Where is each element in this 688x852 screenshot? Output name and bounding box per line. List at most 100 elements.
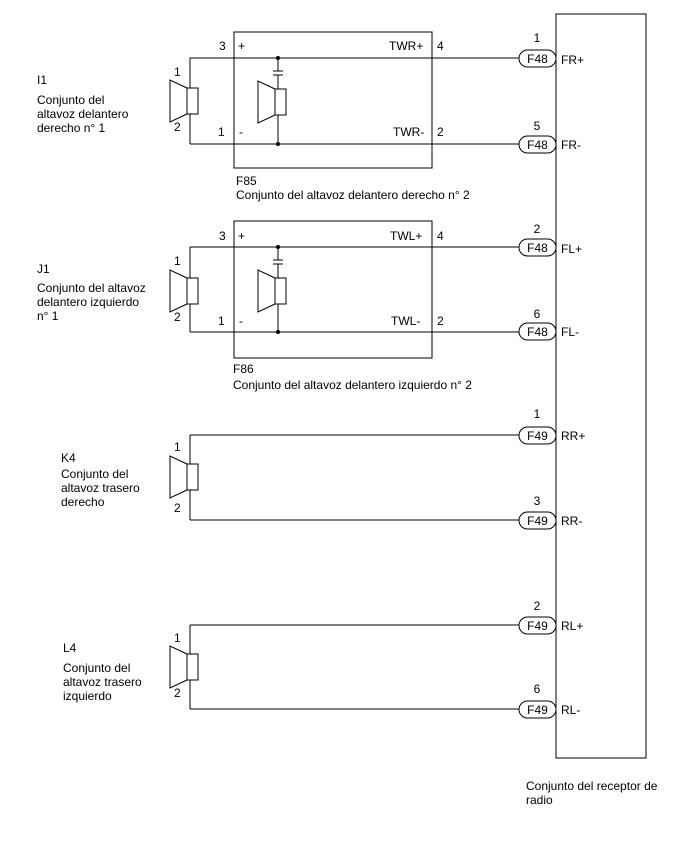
speaker-name-line2: altavoz trasero — [61, 481, 140, 495]
tweeter-code: F86 — [233, 362, 254, 376]
connector-pin-number: 2 — [534, 222, 541, 236]
radio-receiver-label-line2: radio — [526, 793, 553, 807]
speaker-pin-top: 1 — [174, 631, 181, 645]
tweeter-pin-in-pos: 3 — [219, 39, 226, 53]
connector-signal: RL+ — [561, 619, 583, 633]
speaker-name-line1: Conjunto del — [63, 661, 130, 675]
speaker-name-line3: n° 1 — [37, 309, 59, 323]
speaker-icon — [169, 269, 199, 313]
tweeter-icon — [257, 269, 287, 313]
speaker-name-line1: Conjunto del altavoz — [37, 281, 146, 295]
connector-code: F48 — [527, 52, 548, 66]
connector-pill — [518, 322, 557, 341]
tweeter-minus: - — [239, 314, 243, 328]
connector-pin: F48 5 FR- — [518, 119, 581, 154]
tweeter-minus: - — [239, 125, 243, 139]
speaker-icon — [169, 645, 199, 689]
connector-pin: F49 6 RL- — [518, 682, 580, 719]
tweeter-out-neg-label: TWL- — [391, 314, 420, 328]
speaker-name-line2: altavoz delantero — [37, 107, 129, 121]
tweeter-pin-out-neg: 2 — [437, 314, 444, 328]
tweeter-pin-out-pos: 4 — [437, 39, 444, 53]
connector-pill — [518, 616, 557, 635]
tweeter-out-pos-label: TWL+ — [390, 229, 422, 243]
tweeter-icon — [257, 80, 287, 124]
speaker-code: I1 — [37, 73, 47, 87]
speaker-code: L4 — [63, 641, 77, 655]
tweeter-name: Conjunto del altavoz delantero izquierdo… — [233, 378, 472, 392]
connector-pin-number: 1 — [534, 407, 541, 421]
connector-pin: F48 6 FL- — [518, 307, 579, 341]
connector-pill — [518, 511, 557, 530]
front-right-speaker-group: 1 2 I1 Conjunto del altavoz delantero de… — [37, 31, 519, 202]
tweeter-out-pos-label: TWR+ — [389, 39, 423, 53]
connector-pin: F49 2 RL+ — [518, 599, 583, 635]
connector-signal: RL- — [561, 703, 580, 717]
connector-pin: F49 1 RR+ — [518, 407, 585, 445]
tweeter-plus: + — [238, 229, 245, 243]
connector-pin: F49 3 RR- — [518, 494, 582, 530]
connector-pin-number: 5 — [534, 119, 541, 133]
speaker-icon — [169, 79, 199, 123]
front-left-speaker-group: 1 2 J1 Conjunto del altavoz delantero iz… — [37, 220, 519, 392]
speaker-name-line3: izquierdo — [63, 689, 112, 703]
connector-pill — [518, 238, 557, 257]
connector-code: F49 — [527, 514, 548, 528]
speaker-pin-bottom: 2 — [174, 120, 181, 134]
connector-signal: RR- — [561, 514, 582, 528]
speaker-name-line2: delantero izquierdo — [37, 295, 139, 309]
connector-pill — [518, 426, 557, 445]
connector-code: F49 — [527, 429, 548, 443]
rear-right-speaker-group: 1 2 K4 Conjunto del altavoz trasero dere… — [61, 434, 519, 521]
speaker-pin-bottom: 2 — [174, 310, 181, 324]
tweeter-box — [233, 220, 433, 359]
connector-signal: RR+ — [561, 429, 585, 443]
speaker-icon — [169, 455, 199, 499]
speaker-name-line3: derecho — [61, 495, 105, 509]
tweeter-pin-out-neg: 2 — [437, 125, 444, 139]
tweeter-pin-in-neg: 1 — [218, 314, 225, 328]
connector-code: F48 — [527, 138, 548, 152]
connector-signal: FR+ — [561, 53, 584, 67]
speaker-code: K4 — [61, 451, 76, 465]
connector-pill — [518, 700, 557, 719]
connector-pin: F48 1 FR+ — [518, 31, 584, 68]
speaker-code: J1 — [37, 262, 50, 276]
connector-signal: FL- — [561, 325, 579, 339]
connector-code: F49 — [527, 703, 548, 717]
speaker-pin-bottom: 2 — [174, 686, 181, 700]
speaker-name-line3: derecho n° 1 — [37, 121, 106, 135]
connector-pin: F48 2 FL+ — [518, 222, 582, 257]
rear-left-speaker-group: 1 2 L4 Conjunto del altavoz trasero izqu… — [63, 624, 519, 710]
radio-receiver-label-line1: Conjunto del receptor de — [526, 779, 658, 793]
tweeter-out-neg-label: TWR- — [393, 125, 424, 139]
speaker-name-line1: Conjunto del — [61, 467, 128, 481]
tweeter-name: Conjunto del altavoz delantero derecho n… — [236, 188, 470, 202]
tweeter-code: F85 — [236, 174, 257, 188]
radio-receiver-box — [555, 13, 647, 759]
speaker-pin-top: 1 — [174, 254, 181, 268]
connector-pin-number: 1 — [534, 31, 541, 45]
connector-signal: FL+ — [561, 242, 582, 256]
speaker-pin-top: 1 — [174, 65, 181, 79]
tweeter-pin-out-pos: 4 — [437, 229, 444, 243]
tweeter-plus: + — [238, 39, 245, 53]
connector-signal: FR- — [561, 138, 581, 152]
tweeter-pin-in-pos: 3 — [219, 229, 226, 243]
connector-code: F49 — [527, 619, 548, 633]
speaker-pin-bottom: 2 — [174, 501, 181, 515]
speaker-name-line2: altavoz trasero — [63, 675, 142, 689]
speaker-name-line1: Conjunto del — [37, 93, 104, 107]
connector-pin-number: 6 — [534, 682, 541, 696]
connector-pill — [518, 135, 557, 154]
tweeter-box — [233, 31, 433, 169]
connector-pin-number: 6 — [534, 307, 541, 321]
connector-pin-number: 3 — [534, 494, 541, 508]
tweeter-pin-in-neg: 1 — [218, 125, 225, 139]
connector-code: F48 — [527, 325, 548, 339]
connector-code: F48 — [527, 241, 548, 255]
connector-pill — [518, 49, 557, 68]
speaker-pin-top: 1 — [174, 440, 181, 454]
connector-pin-number: 2 — [534, 599, 541, 613]
